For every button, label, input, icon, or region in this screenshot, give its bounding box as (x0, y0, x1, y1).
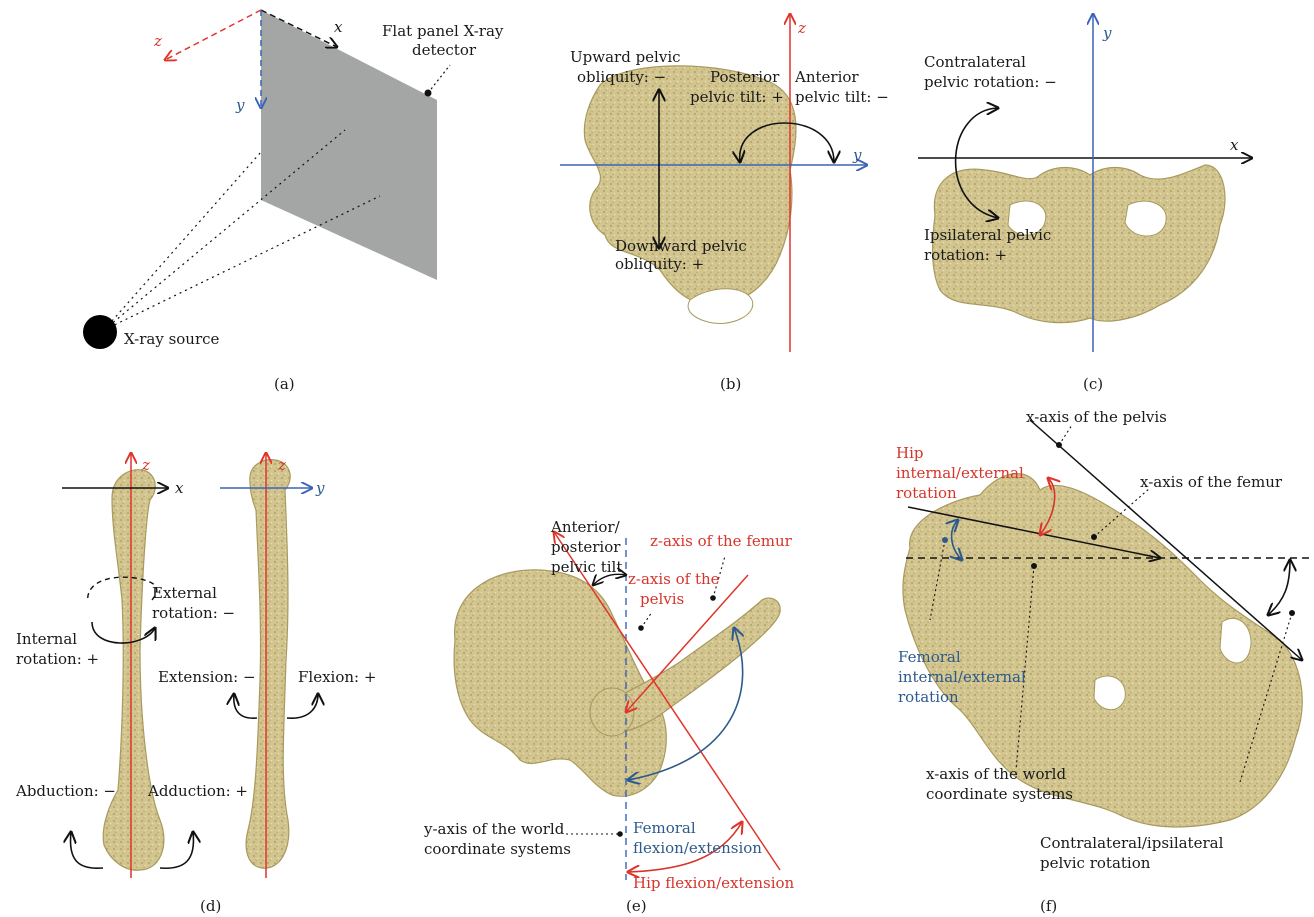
pelvis-axis-point (638, 625, 644, 631)
femur-z-axis-label: z-axis of the femur (650, 532, 793, 550)
internal-rotation-label-2: rotation: + (16, 650, 99, 668)
extension-label: Extension: − (158, 668, 256, 686)
pelvis-lateral-view (454, 570, 666, 796)
panel-b: z y Upward pelvic obliquity: − Posterior… (560, 14, 889, 393)
contralateral-label-2: pelvic rotation: − (924, 73, 1057, 91)
world-y-axis-label-2: coordinate systems (424, 840, 571, 858)
caption-e: (e) (626, 897, 647, 915)
pelvic-rotation-label-2: pelvic rotation (1040, 854, 1151, 872)
caption-d: (d) (200, 897, 221, 915)
xray-source-label: X-ray source (124, 330, 220, 348)
abduction-arrow (70, 832, 103, 868)
downward-obliquity-label: Downward pelvic (615, 237, 747, 255)
femur-lateral-view (246, 460, 290, 868)
posterior-tilt-label-2: pelvic tilt: + (690, 88, 784, 106)
caption-f: (f) (1040, 897, 1057, 915)
axis-x-label: x (175, 479, 184, 497)
caption-a: (a) (274, 375, 295, 393)
axis-y-label: y (1102, 24, 1112, 42)
pelvic-rotation-point (1289, 610, 1295, 616)
contralateral-label: Contralateral (924, 53, 1026, 71)
detector-label: Flat panel X-ray (382, 22, 504, 40)
anterior-tilt-label-2: pelvic tilt: − (795, 88, 889, 106)
internal-rotation-label: Internal (16, 630, 77, 648)
femoral-rotation-label-3: rotation (898, 688, 959, 706)
axis-y-label: y (235, 96, 245, 114)
axis-z-label: z (153, 32, 162, 50)
posterior-tilt-label: Posterior (710, 68, 780, 86)
upward-obliquity-label: Upward pelvic (570, 48, 681, 66)
pelvic-rotation-label: Contralateral/ipsilateral (1040, 834, 1224, 852)
detector-label-2: detector (412, 41, 477, 59)
flat-panel-detector (261, 10, 437, 280)
femoral-flexion-label: Femoral (633, 819, 696, 837)
pelvis-right-foramen (1125, 201, 1166, 236)
axis-x-label: x (1230, 136, 1239, 154)
panel-d: z z x y External rotation: − Internal ro… (15, 453, 376, 915)
hip-rotation-label-2: internal/external (896, 464, 1024, 482)
abduction-label: Abduction: − (15, 782, 116, 800)
femur-x-axis-label: x-axis of the femur (1140, 473, 1283, 491)
axis-y-label: y (852, 146, 862, 164)
anterior-tilt-label: Anterior (794, 68, 859, 86)
femoral-rotation-label: Femoral (898, 648, 961, 666)
tilt-label: Anterior/ (550, 518, 621, 536)
world-x-axis-point (1031, 563, 1037, 569)
axis-y-label: y (315, 479, 325, 497)
adduction-label: Adduction: + (147, 782, 248, 800)
pelvis-z-axis-label-2: pelvis (640, 590, 684, 608)
extension-arrow (234, 694, 257, 718)
pelvic-rotation-arc (1268, 560, 1290, 615)
world-x-axis-label-2: coordinate systems (926, 785, 1073, 803)
panel-c: x y Contralateral pelvic rotation: − Ips… (918, 14, 1252, 393)
panel-f: x-axis of the pelvis x-axis of the femur… (896, 408, 1314, 915)
pelvis-x-axis-point (1056, 442, 1062, 448)
femur-axis-point (710, 595, 716, 601)
axis-z2-label: z (277, 456, 286, 474)
z-axis-arrow (165, 10, 261, 60)
xray-source (83, 315, 117, 349)
pelvis-foramen-2 (1094, 676, 1125, 710)
femoral-head (590, 688, 634, 736)
femur-anterior-view (103, 470, 164, 870)
tilt-label-2: posterior (551, 538, 621, 556)
femoral-rotation-point (942, 537, 948, 543)
external-rotation-label: External (152, 584, 217, 602)
downward-obliquity-label-2: obliquity: + (615, 255, 704, 273)
caption-c: (c) (1083, 375, 1103, 393)
tilt-label-3: pelvic tilt (551, 558, 622, 576)
ipsilateral-label-2: rotation: + (924, 246, 1007, 264)
world-y-axis-label: y-axis of the world (423, 820, 565, 838)
femoral-flexion-label-2: flexion/extension (633, 839, 762, 857)
adduction-arrow (160, 832, 193, 868)
caption-b: (b) (720, 375, 741, 393)
axis-z1-label: z (141, 456, 150, 474)
femoral-rotation-label-2: internal/external (898, 668, 1026, 686)
femur-x-axis-point (1091, 534, 1097, 540)
upward-obliquity-label-2: obliquity: − (577, 68, 666, 86)
detector-leader-line (428, 65, 450, 93)
hip-flexion-label: Hip flexion/extension (633, 874, 795, 892)
ipsilateral-label: Ipsilateral pelvic (924, 226, 1051, 244)
world-axis-point (617, 831, 623, 837)
axis-x-label: x (334, 18, 343, 36)
detector-point (425, 90, 432, 97)
pelvis-x-axis-label: x-axis of the pelvis (1026, 408, 1167, 426)
hip-rotation-label-3: rotation (896, 484, 957, 502)
hip-rotation-label: Hip (896, 444, 923, 462)
axis-z-label: z (797, 19, 806, 37)
external-rotation-label-2: rotation: − (152, 604, 235, 622)
flexion-arrow (287, 694, 318, 718)
flexion-label: Flexion: + (298, 668, 376, 686)
pelvis-z-axis-label: z-axis of the (628, 570, 720, 588)
world-x-axis-label: x-axis of the world (926, 765, 1066, 783)
panel-e: Anterior/ posterior pelvic tilt z-axis o… (423, 518, 795, 915)
panel-a: x y z Flat panel X-ray detector X-ray so… (83, 10, 504, 393)
